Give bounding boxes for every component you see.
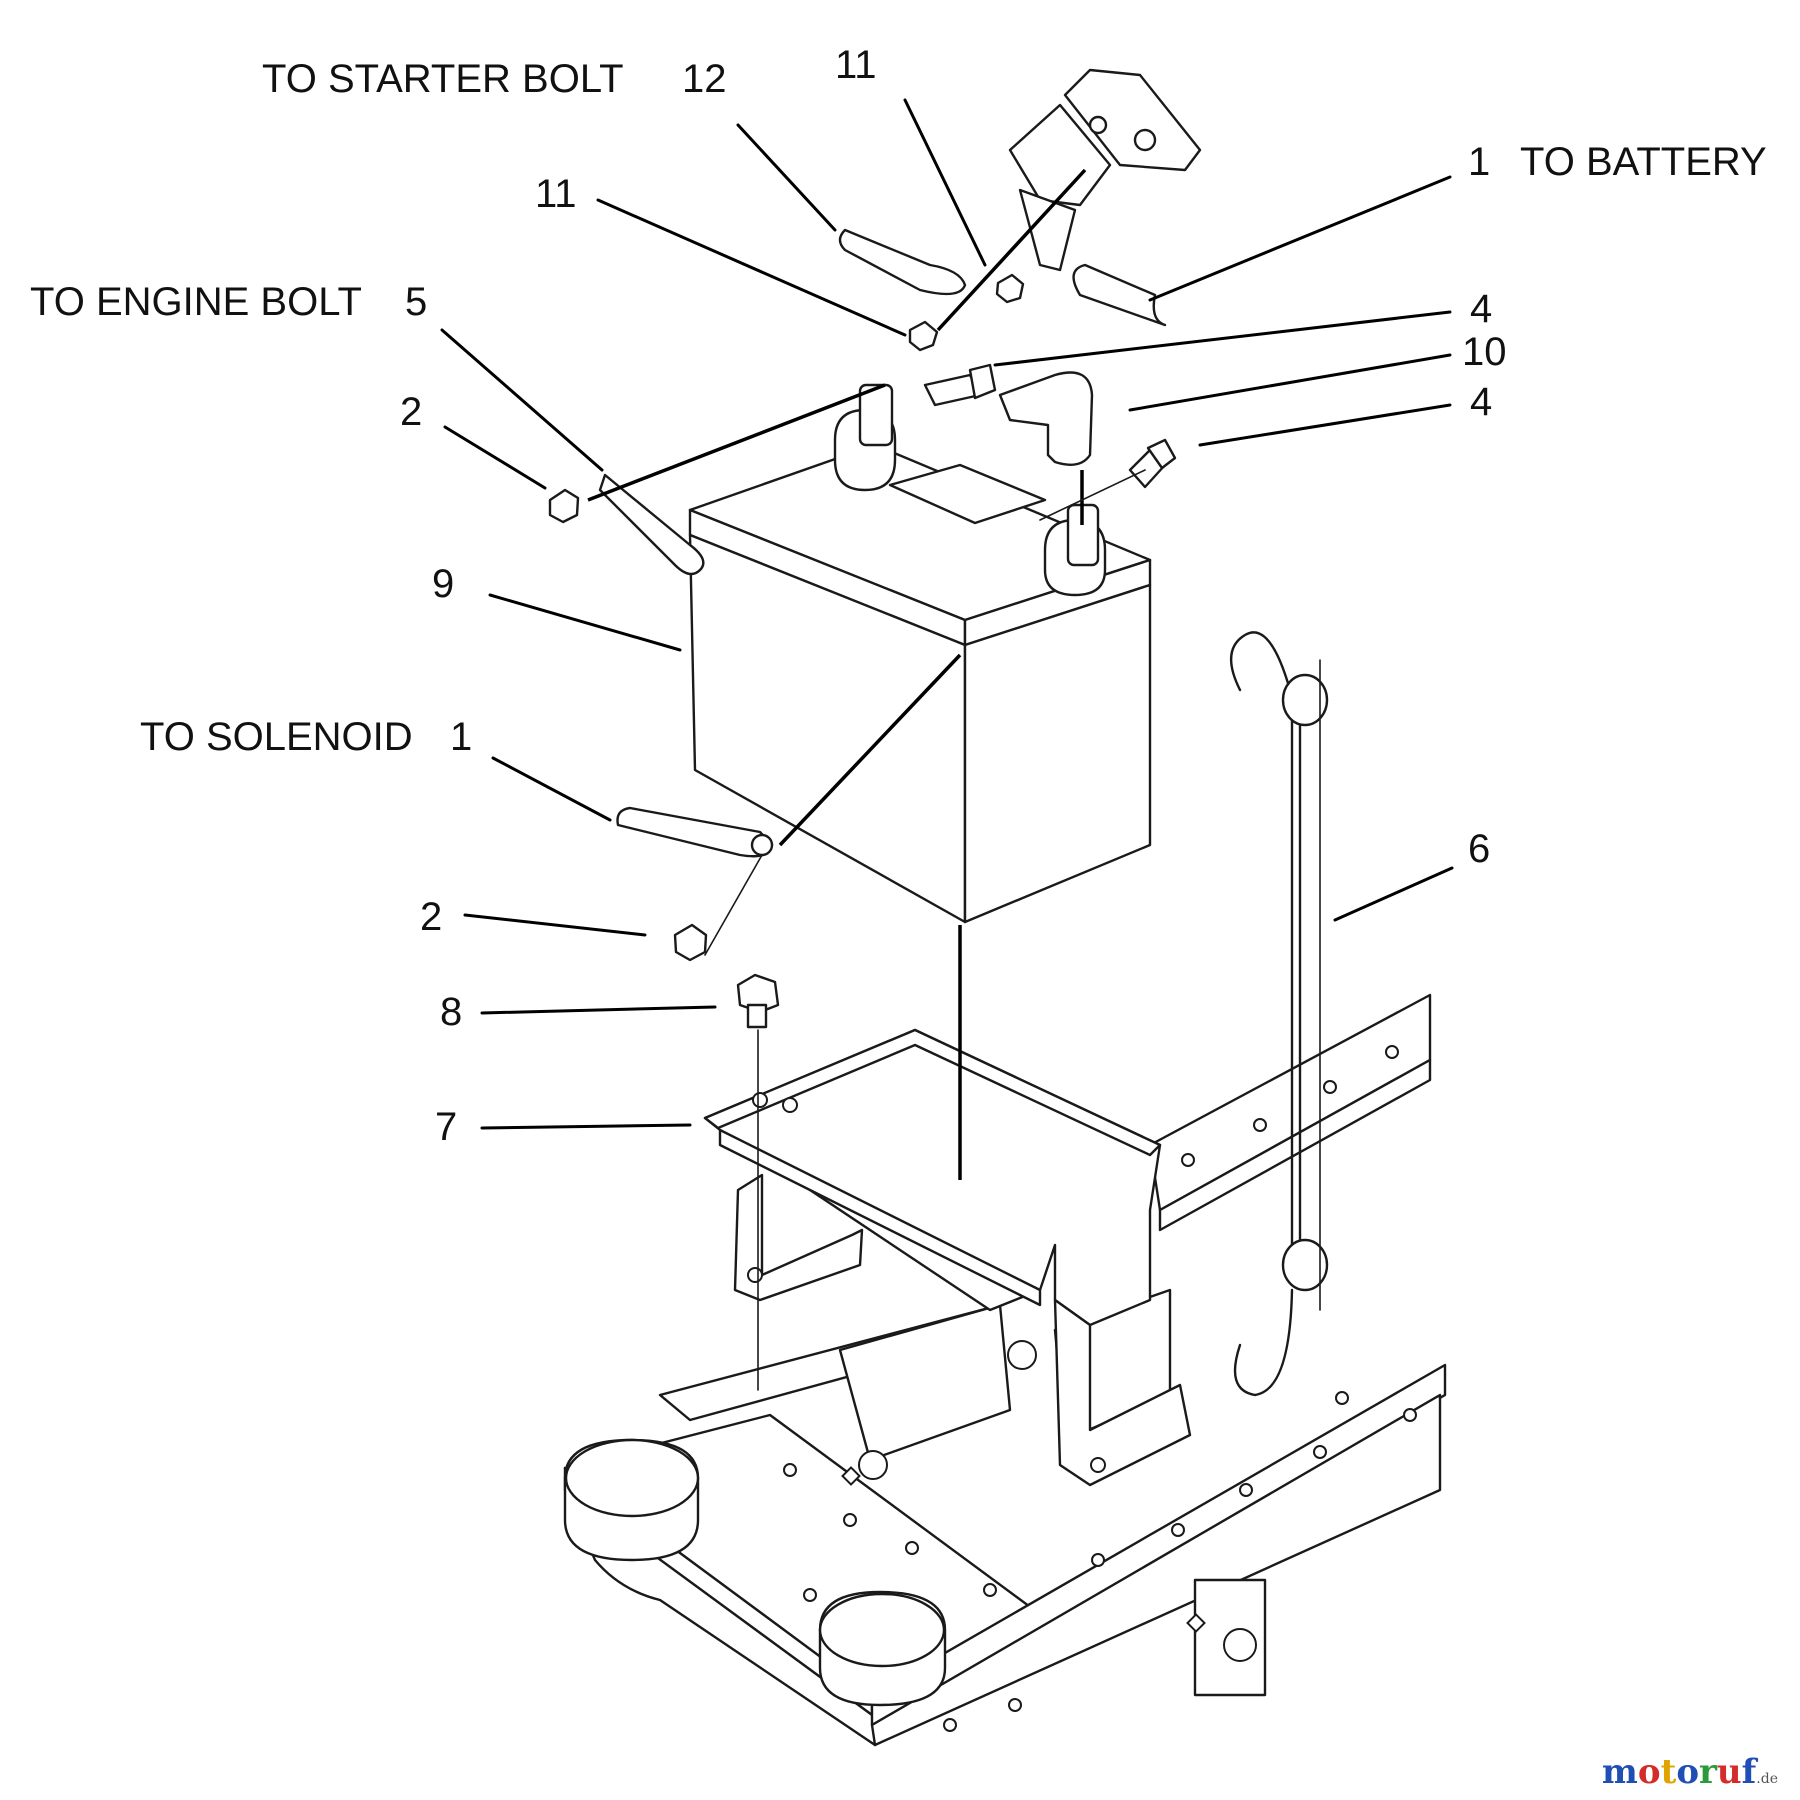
watermark-letter: f [1741,1752,1757,1792]
hardware [548,273,1177,1029]
label-item-4-upper: 4 [1470,287,1492,331]
solenoid [1008,68,1202,272]
label-to-starter-bolt: TO STARTER BOLT [262,57,624,101]
watermark-letter: m [1601,1752,1638,1792]
watermark-letter: o [1676,1752,1699,1792]
callout-labels: TO STARTER BOLT 12 11 11 1 TO BATTERY TO… [30,43,1767,1149]
watermark-letter: r [1699,1752,1717,1792]
label-item-9: 9 [432,562,454,606]
watermark-suffix: .de [1756,1771,1778,1787]
label-to-solenoid: TO SOLENOID [140,715,413,759]
label-item-2-lower: 2 [420,895,442,939]
watermark-logo: motoruf.de [1602,1752,1778,1792]
battery-tray [703,1028,1192,1487]
label-item-6: 6 [1468,827,1490,871]
hold-down-rod [1229,631,1329,1397]
battery [688,383,1152,924]
label-item-10: 10 [1462,330,1507,374]
label-item-1-lower: 1 [450,715,472,759]
watermark-letter: o [1637,1752,1661,1792]
label-to-engine-bolt: TO ENGINE BOLT [30,280,362,324]
label-item-8: 8 [440,990,462,1034]
leader-lines [440,98,1454,1130]
assembly-lines [587,168,1146,1391]
label-item-11-top: 11 [835,43,877,87]
watermark-letter: u [1716,1752,1742,1792]
label-item-12: 12 [682,57,727,101]
label-item-11-left: 11 [535,172,577,216]
cables [598,68,1202,858]
label-item-7: 7 [435,1105,457,1149]
frame-chassis [563,993,1447,1747]
label-item-5: 5 [405,280,427,324]
label-item-2-upper: 2 [400,390,422,434]
label-to-battery: TO BATTERY [1520,140,1767,184]
watermark-text: motoruf [1602,1752,1756,1792]
label-item-4-lower: 4 [1470,380,1492,424]
label-item-1-top: 1 [1468,140,1490,184]
watermark-letter: t [1660,1752,1677,1792]
